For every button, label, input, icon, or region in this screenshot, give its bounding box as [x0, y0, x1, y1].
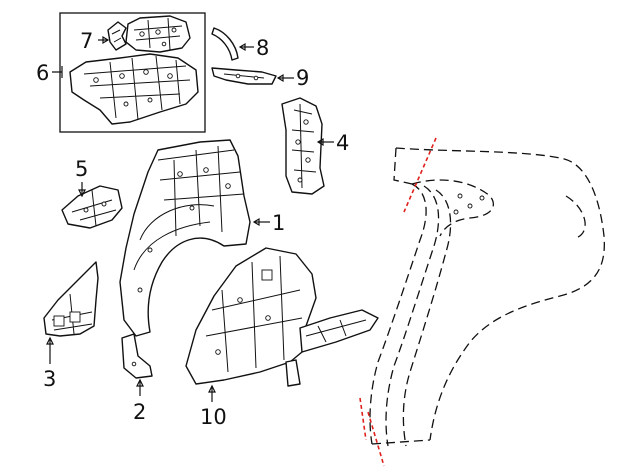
callout-10: 10 [200, 405, 227, 429]
part-4-pillar-reinforcement [281, 97, 325, 195]
callout-2: 2 [133, 400, 146, 424]
leader-lines [46, 35, 334, 402]
part-6-upper-reinforcement [125, 15, 191, 53]
callout-3: 3 [43, 367, 56, 391]
callout-9: 9 [296, 66, 309, 90]
part-10-outer-wheelhouse [185, 247, 379, 387]
callout-7: 7 [80, 29, 93, 53]
callout-4: 4 [336, 131, 349, 155]
callout-6: 6 [36, 61, 49, 85]
part-7-bracket [107, 21, 127, 51]
phantom-outer-body-panel [369, 147, 605, 447]
callout-8: 8 [256, 36, 269, 60]
part-6-inner-panel [69, 53, 199, 125]
cut-line-lower-b [367, 411, 385, 467]
cut-line-upper [403, 137, 437, 213]
cut-line-lower-a [359, 397, 367, 441]
callout-5: 5 [75, 157, 88, 181]
part-8-arc-strip [211, 27, 239, 61]
part-1-inner-wheelhouse [119, 139, 251, 337]
part-3-lower-pillar-panel [43, 261, 99, 337]
callout-1: 1 [272, 211, 285, 235]
part-5-bracket [61, 185, 123, 229]
part-9-slim-bracket [211, 67, 277, 85]
part-2-small-bracket [121, 333, 153, 379]
